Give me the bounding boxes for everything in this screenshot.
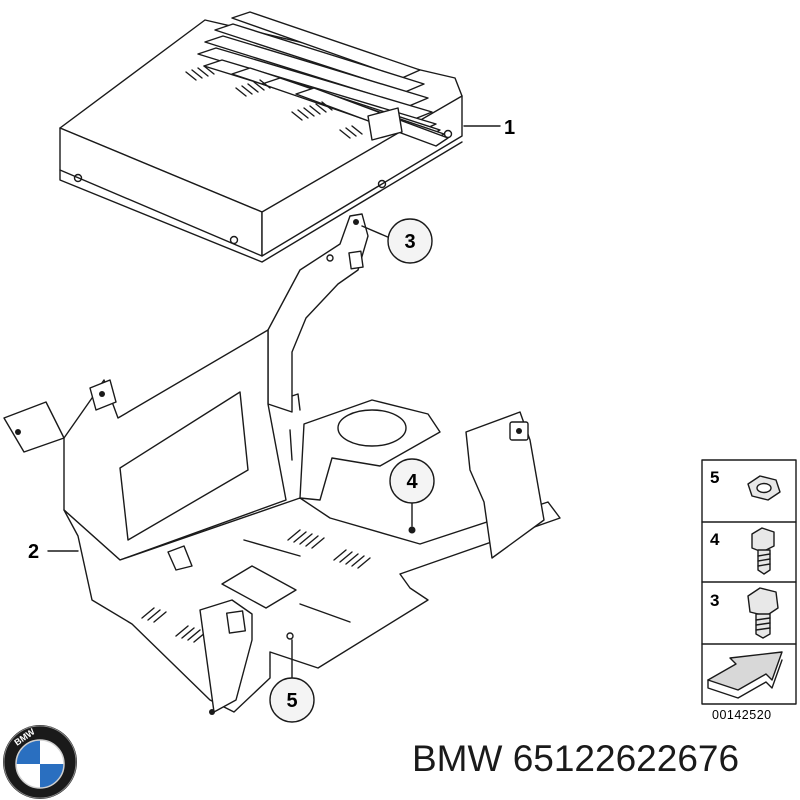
svg-text:3: 3 xyxy=(404,231,415,253)
forward-arrow-icon xyxy=(707,651,783,699)
svg-text:4: 4 xyxy=(406,471,418,493)
base-slots xyxy=(141,529,371,643)
svg-text:5: 5 xyxy=(286,690,297,712)
hex-nut-icon xyxy=(747,475,781,501)
svg-text:5: 5 xyxy=(710,468,719,487)
legend-item-5: 5 xyxy=(710,468,781,501)
callout-4: 4 xyxy=(389,458,435,527)
vent-slots xyxy=(185,65,363,139)
svg-text:4: 4 xyxy=(710,530,720,549)
svg-text:2: 2 xyxy=(28,541,39,563)
long-bolt-icon xyxy=(747,587,779,639)
mounting-bracket xyxy=(3,213,561,715)
amplifier-unit xyxy=(59,11,463,263)
legend-item-3: 3 xyxy=(710,587,779,639)
part-number-caption: BMW 65122622676 xyxy=(412,738,740,779)
svg-text:3: 3 xyxy=(710,591,719,610)
callout-1: 1 xyxy=(463,117,515,139)
callout-3: 3 xyxy=(361,218,433,264)
legend-item-4: 4 xyxy=(710,527,775,575)
callout-5: 5 xyxy=(269,639,315,723)
callout-2: 2 xyxy=(28,541,79,563)
brand-logo: BMW xyxy=(3,725,77,799)
drawing-number: 00142520 xyxy=(712,708,772,722)
legend-panel: 5 4 3 xyxy=(701,459,797,722)
svg-text:1: 1 xyxy=(504,117,515,139)
short-bolt-icon xyxy=(751,527,775,575)
